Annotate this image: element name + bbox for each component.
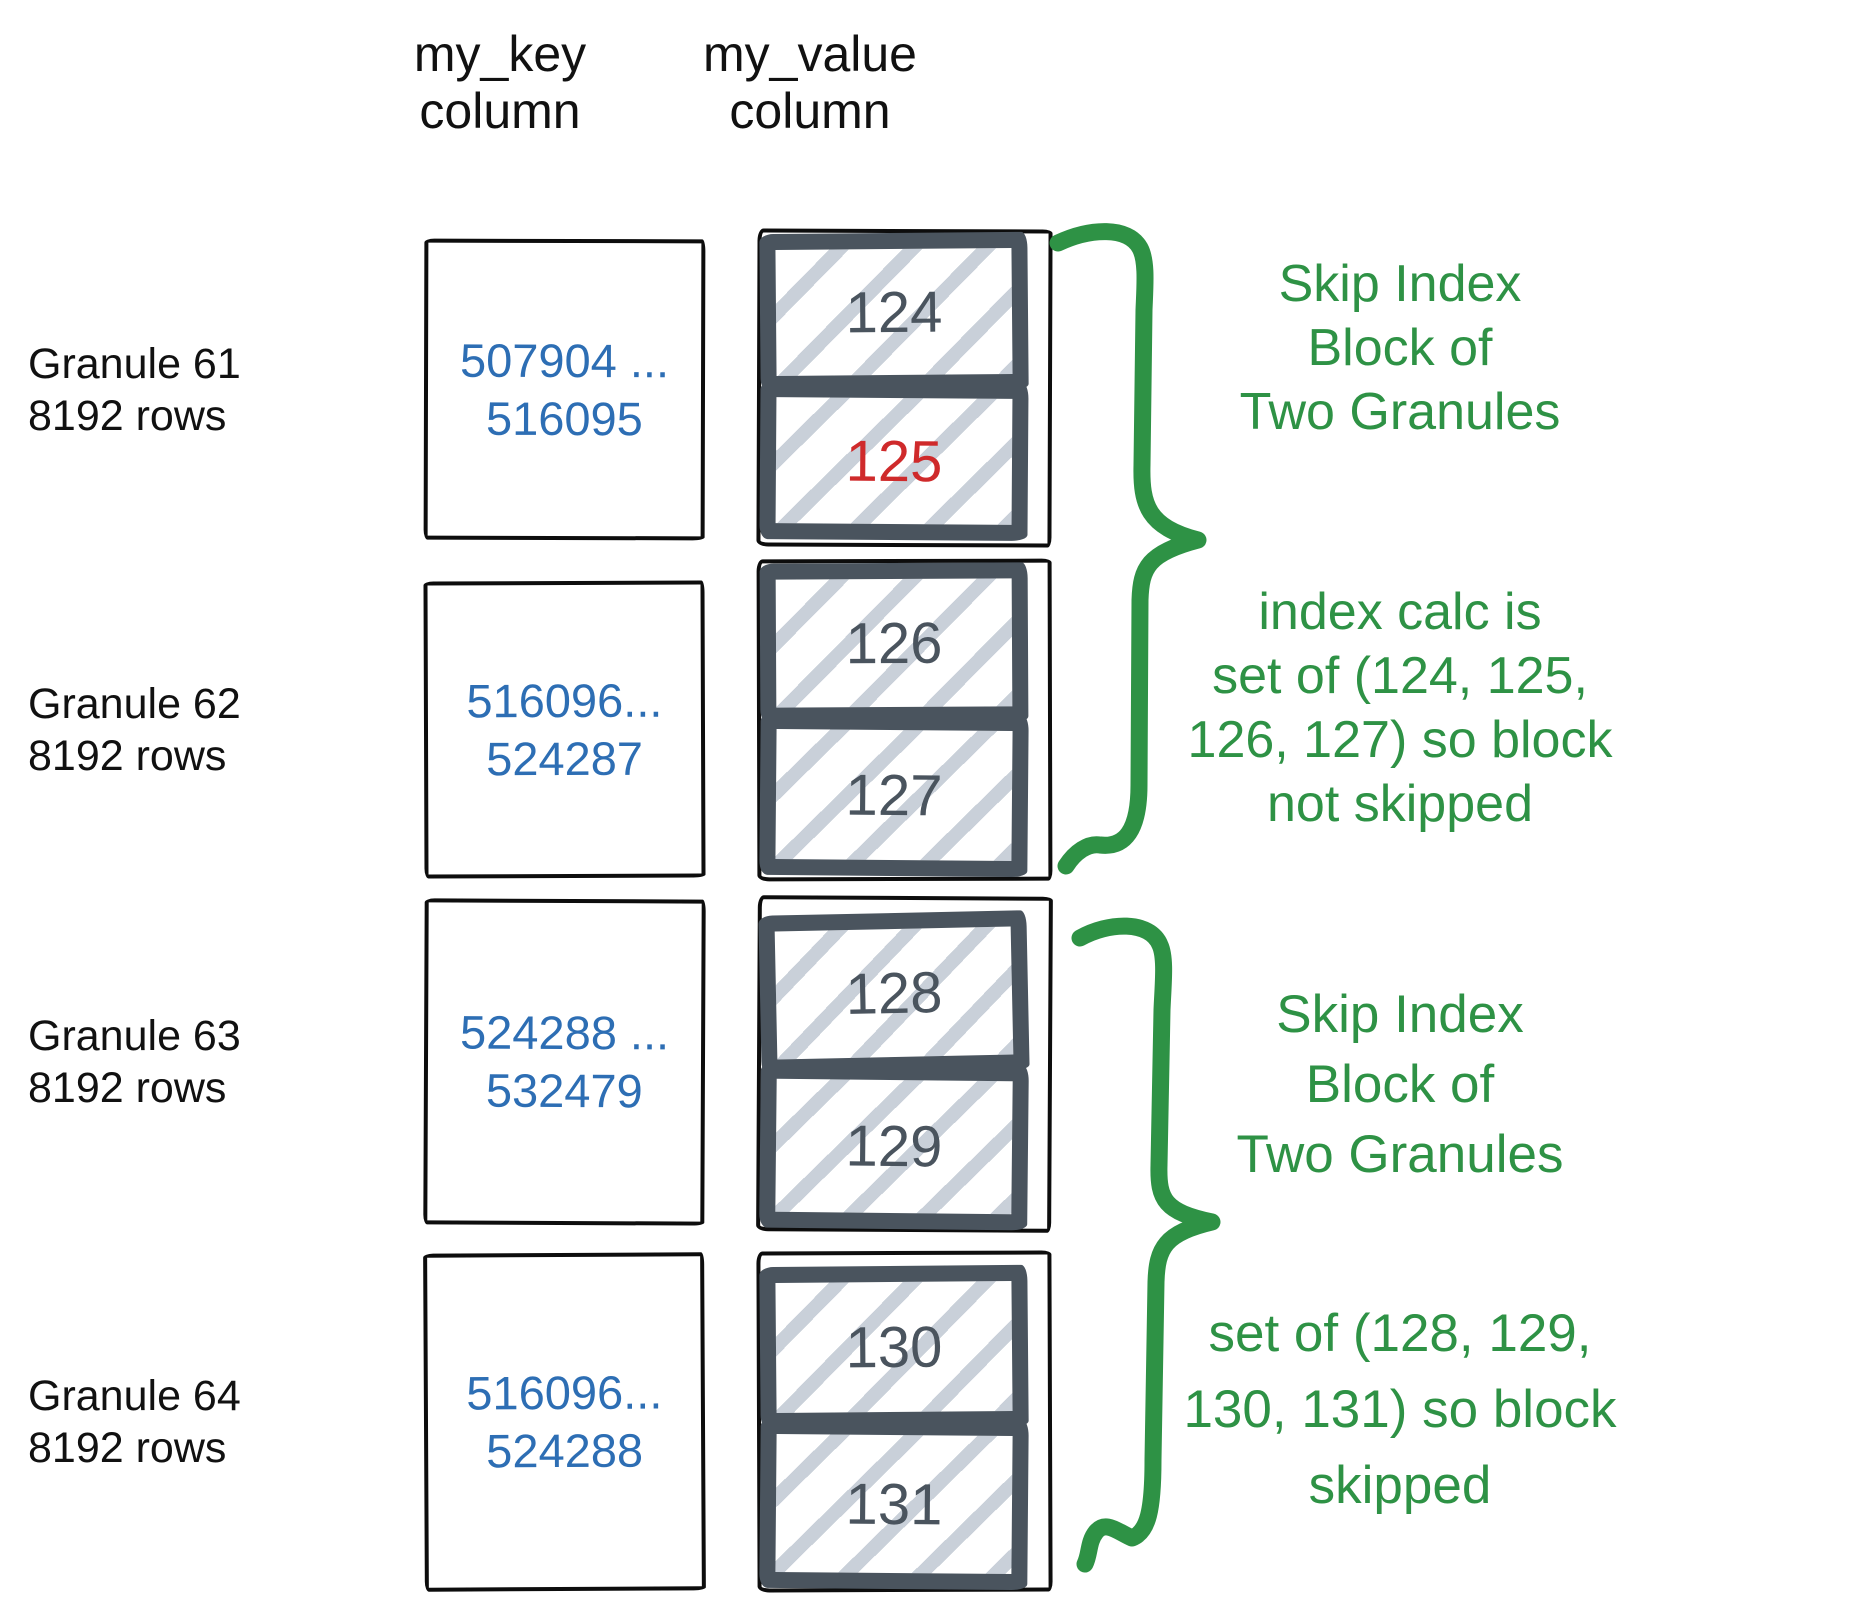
value-block-129: 129 (759, 1062, 1029, 1231)
granule-61-key-box: 507904 ... 516095 (423, 238, 706, 541)
value-block-128-number: 128 (844, 959, 944, 1027)
annotation-set-skipped: set of (128, 129, 130, 131) so block ski… (1183, 1304, 1617, 1515)
annotation-skip-index-block-2: Skip Index Block of Two Granules (1236, 985, 1564, 1184)
granule-64-label: Granule 64 8192 rows (28, 1372, 241, 1472)
granule-62-key-range: 516096... 524287 (466, 673, 663, 785)
value-block-124-number: 124 (845, 279, 943, 345)
value-block-126-number: 126 (845, 610, 943, 676)
granule-62-key-box: 516096... 524287 (423, 580, 706, 879)
granule-61-key-range: 507904 ... 516095 (459, 333, 670, 445)
annotation-skip-index-block-1: Skip Index Block of Two Granules (1239, 255, 1561, 441)
value-block-124: 124 (759, 231, 1029, 393)
value-block-131-number: 131 (845, 1471, 943, 1537)
granule-63-label: Granule 63 8192 rows (28, 1012, 241, 1112)
annotation-index-calc-not-skipped: index calc is set of (124, 125, 126, 127… (1187, 583, 1613, 833)
my-value-column-header: my_value column (703, 26, 917, 139)
value-block-127: 127 (759, 712, 1029, 878)
value-block-125-number: 125 (845, 428, 943, 494)
value-block-125: 125 (759, 381, 1029, 541)
value-block-127-number: 127 (845, 762, 943, 828)
value-block-130-number: 130 (845, 1314, 943, 1380)
granule-63-key-box: 524288 ... 532479 (423, 898, 706, 1226)
granule-63-key-range: 524288 ... 532479 (459, 1005, 670, 1118)
value-block-128: 128 (758, 910, 1030, 1076)
granule-64-key-box: 516096... 524288 (423, 1252, 706, 1592)
value-block-126: 126 (759, 562, 1029, 724)
value-block-130: 130 (759, 1264, 1029, 1430)
value-block-131: 131 (759, 1417, 1029, 1591)
granule-61-label: Granule 61 8192 rows (28, 340, 241, 440)
granule-64-key-range: 516096... 524288 (466, 1365, 663, 1478)
value-block-129-number: 129 (845, 1113, 943, 1180)
my-key-column-header: my_key column (413, 26, 587, 139)
granule-62-label: Granule 62 8192 rows (28, 680, 241, 780)
